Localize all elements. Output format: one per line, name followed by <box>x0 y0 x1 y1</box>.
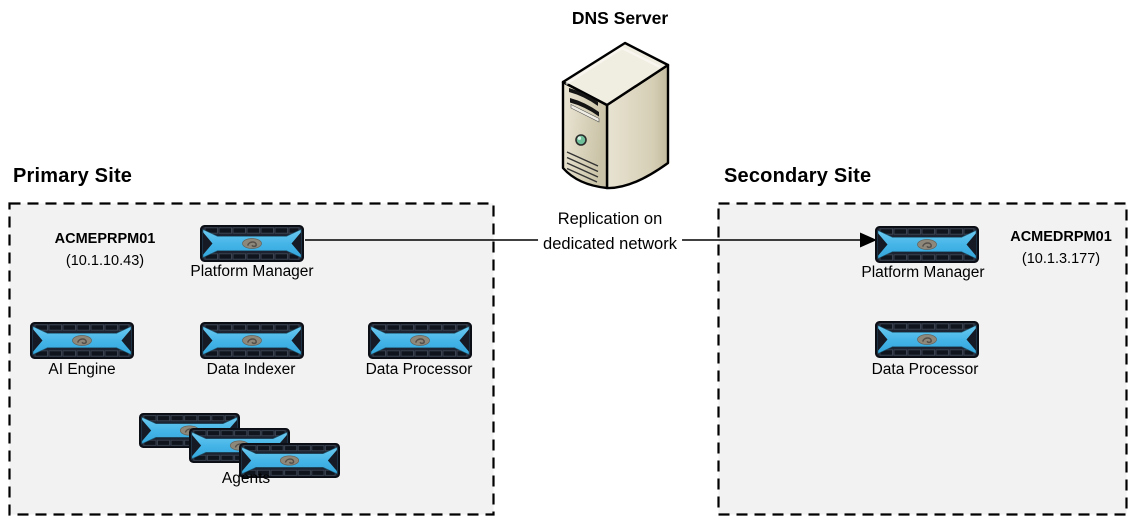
primary-site-title: Primary Site <box>13 165 133 187</box>
secondary-platform-manager-label: Platform Manager <box>861 264 985 281</box>
tower-server-icon <box>561 41 670 190</box>
data-indexer-appliance-icon <box>200 322 304 359</box>
dns-server-title: DNS Server <box>571 8 669 28</box>
secondary-data-processor-label: Data Processor <box>871 361 979 378</box>
replication-label-line2: dedicated network <box>543 235 677 253</box>
primary-host-ip: (10.1.10.43) <box>65 253 145 269</box>
secondary-data-processor-appliance-icon <box>875 321 979 358</box>
replication-label-line1: Replication on <box>557 210 663 228</box>
data-indexer-label: Data Indexer <box>206 361 296 378</box>
secondary-platform-manager-appliance-icon <box>875 226 979 263</box>
primary-host-name: ACMEPRPM01 <box>54 231 156 247</box>
ai-engine-appliance-icon <box>30 322 134 359</box>
secondary-site-title: Secondary Site <box>724 165 872 187</box>
secondary-host-label: ACMEDRPM01 (10.1.3.177) <box>1010 226 1112 270</box>
secondary-host-ip: (10.1.3.177) <box>1021 251 1101 267</box>
primary-data-processor-appliance-icon <box>368 322 472 359</box>
primary-data-processor-label: Data Processor <box>365 361 473 378</box>
primary-platform-manager-label: Platform Manager <box>190 263 314 280</box>
agents-label: Agents <box>221 470 271 487</box>
primary-host-label: ACMEPRPM01 (10.1.10.43) <box>55 228 156 272</box>
secondary-host-name: ACMEDRPM01 <box>1010 229 1112 245</box>
ai-engine-label: AI Engine <box>48 361 116 378</box>
primary-platform-manager-appliance-icon <box>200 225 304 262</box>
replication-arrow-label: Replication on dedicated network <box>538 206 682 258</box>
